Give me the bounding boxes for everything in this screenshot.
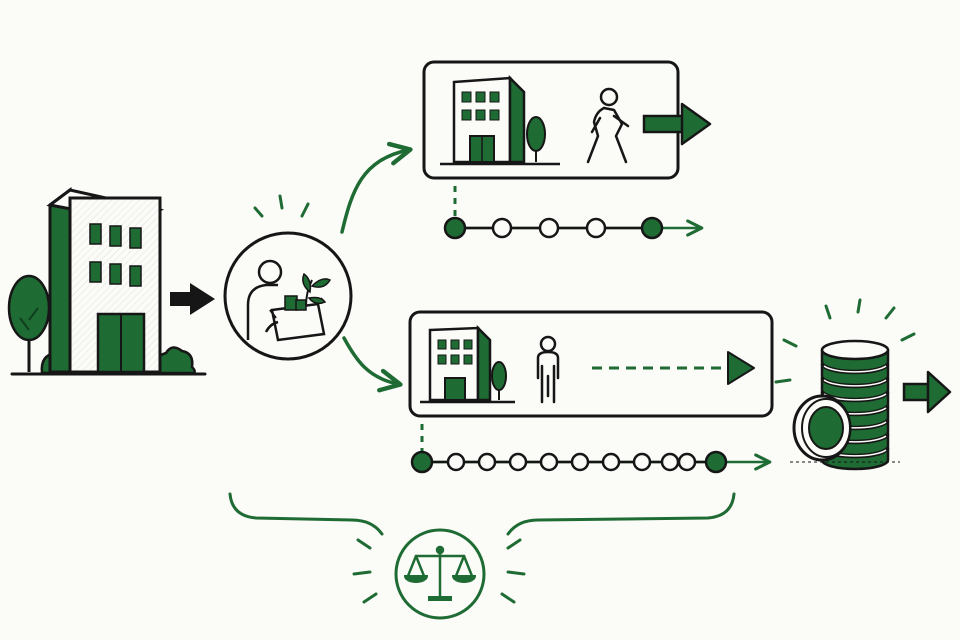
timeline-start-node	[443, 216, 467, 240]
timeline-step-node	[446, 452, 466, 472]
office-building-icon	[452, 74, 526, 164]
timeline-step-node	[491, 217, 513, 239]
transition-arrow-icon	[170, 283, 215, 315]
timeline-step-node	[660, 452, 680, 472]
timeline-step-node	[539, 452, 559, 472]
tree-icon	[491, 361, 507, 400]
arrow-head-icon	[727, 351, 755, 385]
exit-arrow-icon	[642, 102, 712, 146]
standing-person-icon	[536, 335, 560, 404]
branch-arrow-lower	[342, 336, 403, 393]
timeline-step-node	[570, 452, 590, 472]
long-path-panel	[408, 310, 774, 418]
timeline-end-node	[640, 216, 664, 240]
timeline-end-node	[704, 450, 728, 474]
timeline-step-node	[601, 452, 621, 472]
comparison-bracket	[228, 492, 736, 536]
person-with-box-icon	[223, 194, 353, 361]
coin-stack-icon	[774, 298, 916, 471]
timeline-step-node	[632, 452, 652, 472]
tree-icon	[7, 274, 51, 372]
tree-icon	[526, 116, 546, 162]
company-building-icon	[7, 187, 207, 376]
timeline-start-node	[410, 450, 434, 474]
outcome-arrow-icon	[902, 370, 952, 414]
walking-person-icon	[586, 87, 630, 164]
timeline-step-node	[677, 452, 697, 472]
timeline-step-node	[477, 452, 497, 472]
timeline-step-node	[508, 452, 528, 472]
timeline-step-node	[538, 217, 560, 239]
timeline-step-node	[585, 217, 607, 239]
short-path-timeline	[443, 186, 704, 240]
balance-scale-icon	[352, 528, 526, 620]
short-path-panel	[422, 60, 712, 180]
office-building-icon	[428, 324, 492, 402]
long-path-timeline	[410, 424, 772, 474]
branch-arrow-upper	[340, 141, 413, 234]
